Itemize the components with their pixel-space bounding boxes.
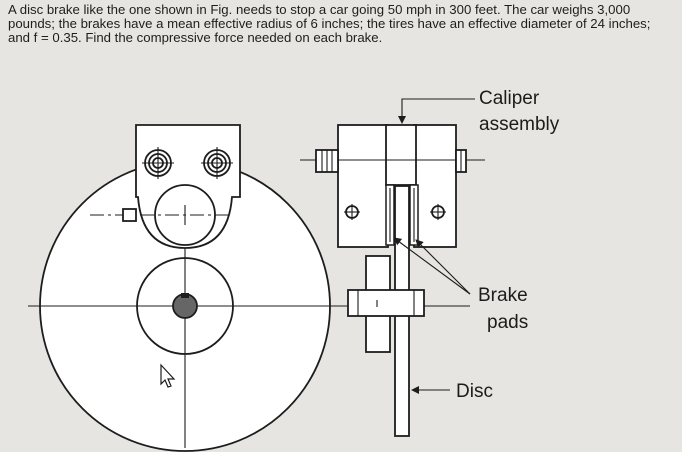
brake-pads-label-line1: Brake: [478, 285, 528, 306]
disc-label: Disc: [456, 381, 493, 402]
brake-pads-label-line2: pads: [487, 312, 528, 333]
front-view: [28, 124, 470, 452]
side-caliper-bridge: [385, 124, 417, 186]
side-pin-right: [430, 204, 446, 220]
front-hub-key: [181, 293, 189, 298]
side-caliper-left: [337, 124, 389, 248]
problem-statement: A disc brake like the one shown in Fig. …: [8, 2, 651, 45]
caliper-label-line1: Caliper: [479, 88, 540, 109]
side-caliper-right: [413, 124, 457, 248]
caliper-label-line2: assembly: [479, 114, 560, 135]
side-axle: [347, 289, 425, 317]
mouse-cursor-icon: [160, 363, 176, 388]
brake-pads-leader-1: [393, 237, 471, 295]
side-pin-left: [344, 204, 360, 220]
front-bleeder: [122, 208, 137, 222]
brake-pads-leader-2: [415, 239, 471, 295]
front-bolt-left: [142, 147, 174, 179]
side-bolt-left-head: [315, 149, 339, 173]
caliper-leader-line: [398, 98, 475, 124]
side-bolt-right-head: [455, 149, 467, 173]
side-view: [300, 124, 485, 437]
front-bolt-right: [201, 147, 233, 179]
